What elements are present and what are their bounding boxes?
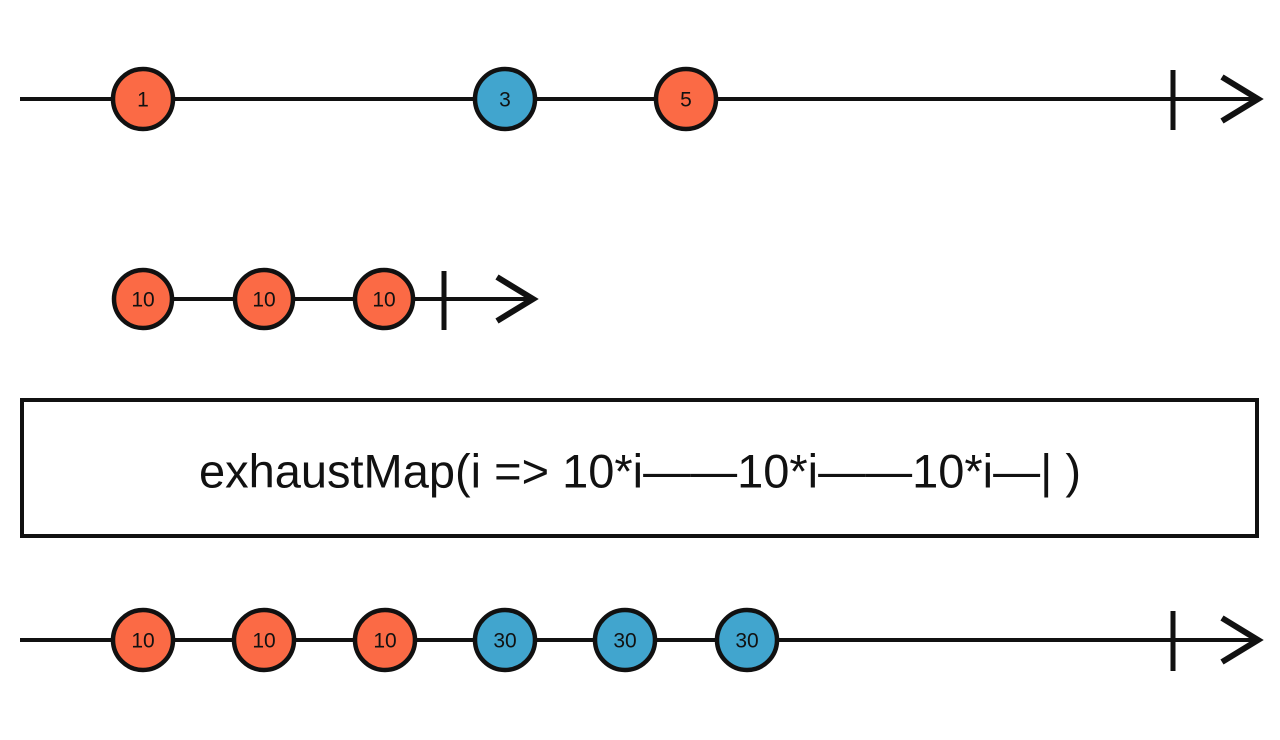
marble-circle[interactable] <box>714 607 780 673</box>
marble-circle[interactable] <box>472 66 538 132</box>
marble-label: 10 <box>131 289 154 312</box>
marble-label: 3 <box>499 89 511 112</box>
marble-circle[interactable] <box>110 607 176 673</box>
marble-label: 5 <box>680 89 692 112</box>
marble-label: 30 <box>613 630 636 653</box>
marble-circle[interactable] <box>231 607 297 673</box>
operator-box: exhaustMap(i => 10*i——10*i——10*i—| ) <box>20 398 1259 538</box>
marble-node[interactable]: 30 <box>592 607 658 673</box>
marble-node[interactable]: 30 <box>472 607 538 673</box>
marble-node[interactable]: 1 <box>110 66 176 132</box>
marble-circle[interactable] <box>352 267 416 331</box>
source-stream: 1 3 5 <box>20 66 1264 132</box>
inner-arrow-head-icon <box>495 274 539 324</box>
marble-node[interactable]: 30 <box>714 607 780 673</box>
marble-node[interactable]: 10 <box>231 607 297 673</box>
marble-node[interactable]: 10 <box>352 267 416 331</box>
marble-circle[interactable] <box>111 267 175 331</box>
marble-label: 1 <box>137 89 149 112</box>
marble-circle[interactable] <box>232 267 296 331</box>
marble-label: 10 <box>372 289 395 312</box>
source-arrow-head-icon <box>1220 74 1264 124</box>
marble-label: 10 <box>131 630 154 653</box>
marble-circle[interactable] <box>592 607 658 673</box>
marble-label: 30 <box>493 630 516 653</box>
marble-node[interactable]: 10 <box>232 267 296 331</box>
marble-circle[interactable] <box>110 66 176 132</box>
output-stream: 10 10 10 30 30 30 <box>20 607 1264 673</box>
marble-node[interactable]: 10 <box>111 267 175 331</box>
marble-circle[interactable] <box>653 66 719 132</box>
operator-box-label: exhaustMap(i => 10*i——10*i——10*i—| ) <box>199 445 1081 498</box>
marble-node[interactable]: 10 <box>352 607 418 673</box>
marble-circle[interactable] <box>352 607 418 673</box>
marble-label: 10 <box>252 630 275 653</box>
marble-node[interactable]: 10 <box>110 607 176 673</box>
output-arrow-head-icon <box>1220 615 1264 665</box>
inner-stream: 10 10 10 <box>111 267 539 331</box>
marble-label: 30 <box>735 630 758 653</box>
marble-label: 10 <box>373 630 396 653</box>
marble-node[interactable]: 5 <box>653 66 719 132</box>
marble-node[interactable]: 3 <box>472 66 538 132</box>
marble-circle[interactable] <box>472 607 538 673</box>
operator-box-border <box>20 398 1259 538</box>
marble-label: 10 <box>252 289 275 312</box>
